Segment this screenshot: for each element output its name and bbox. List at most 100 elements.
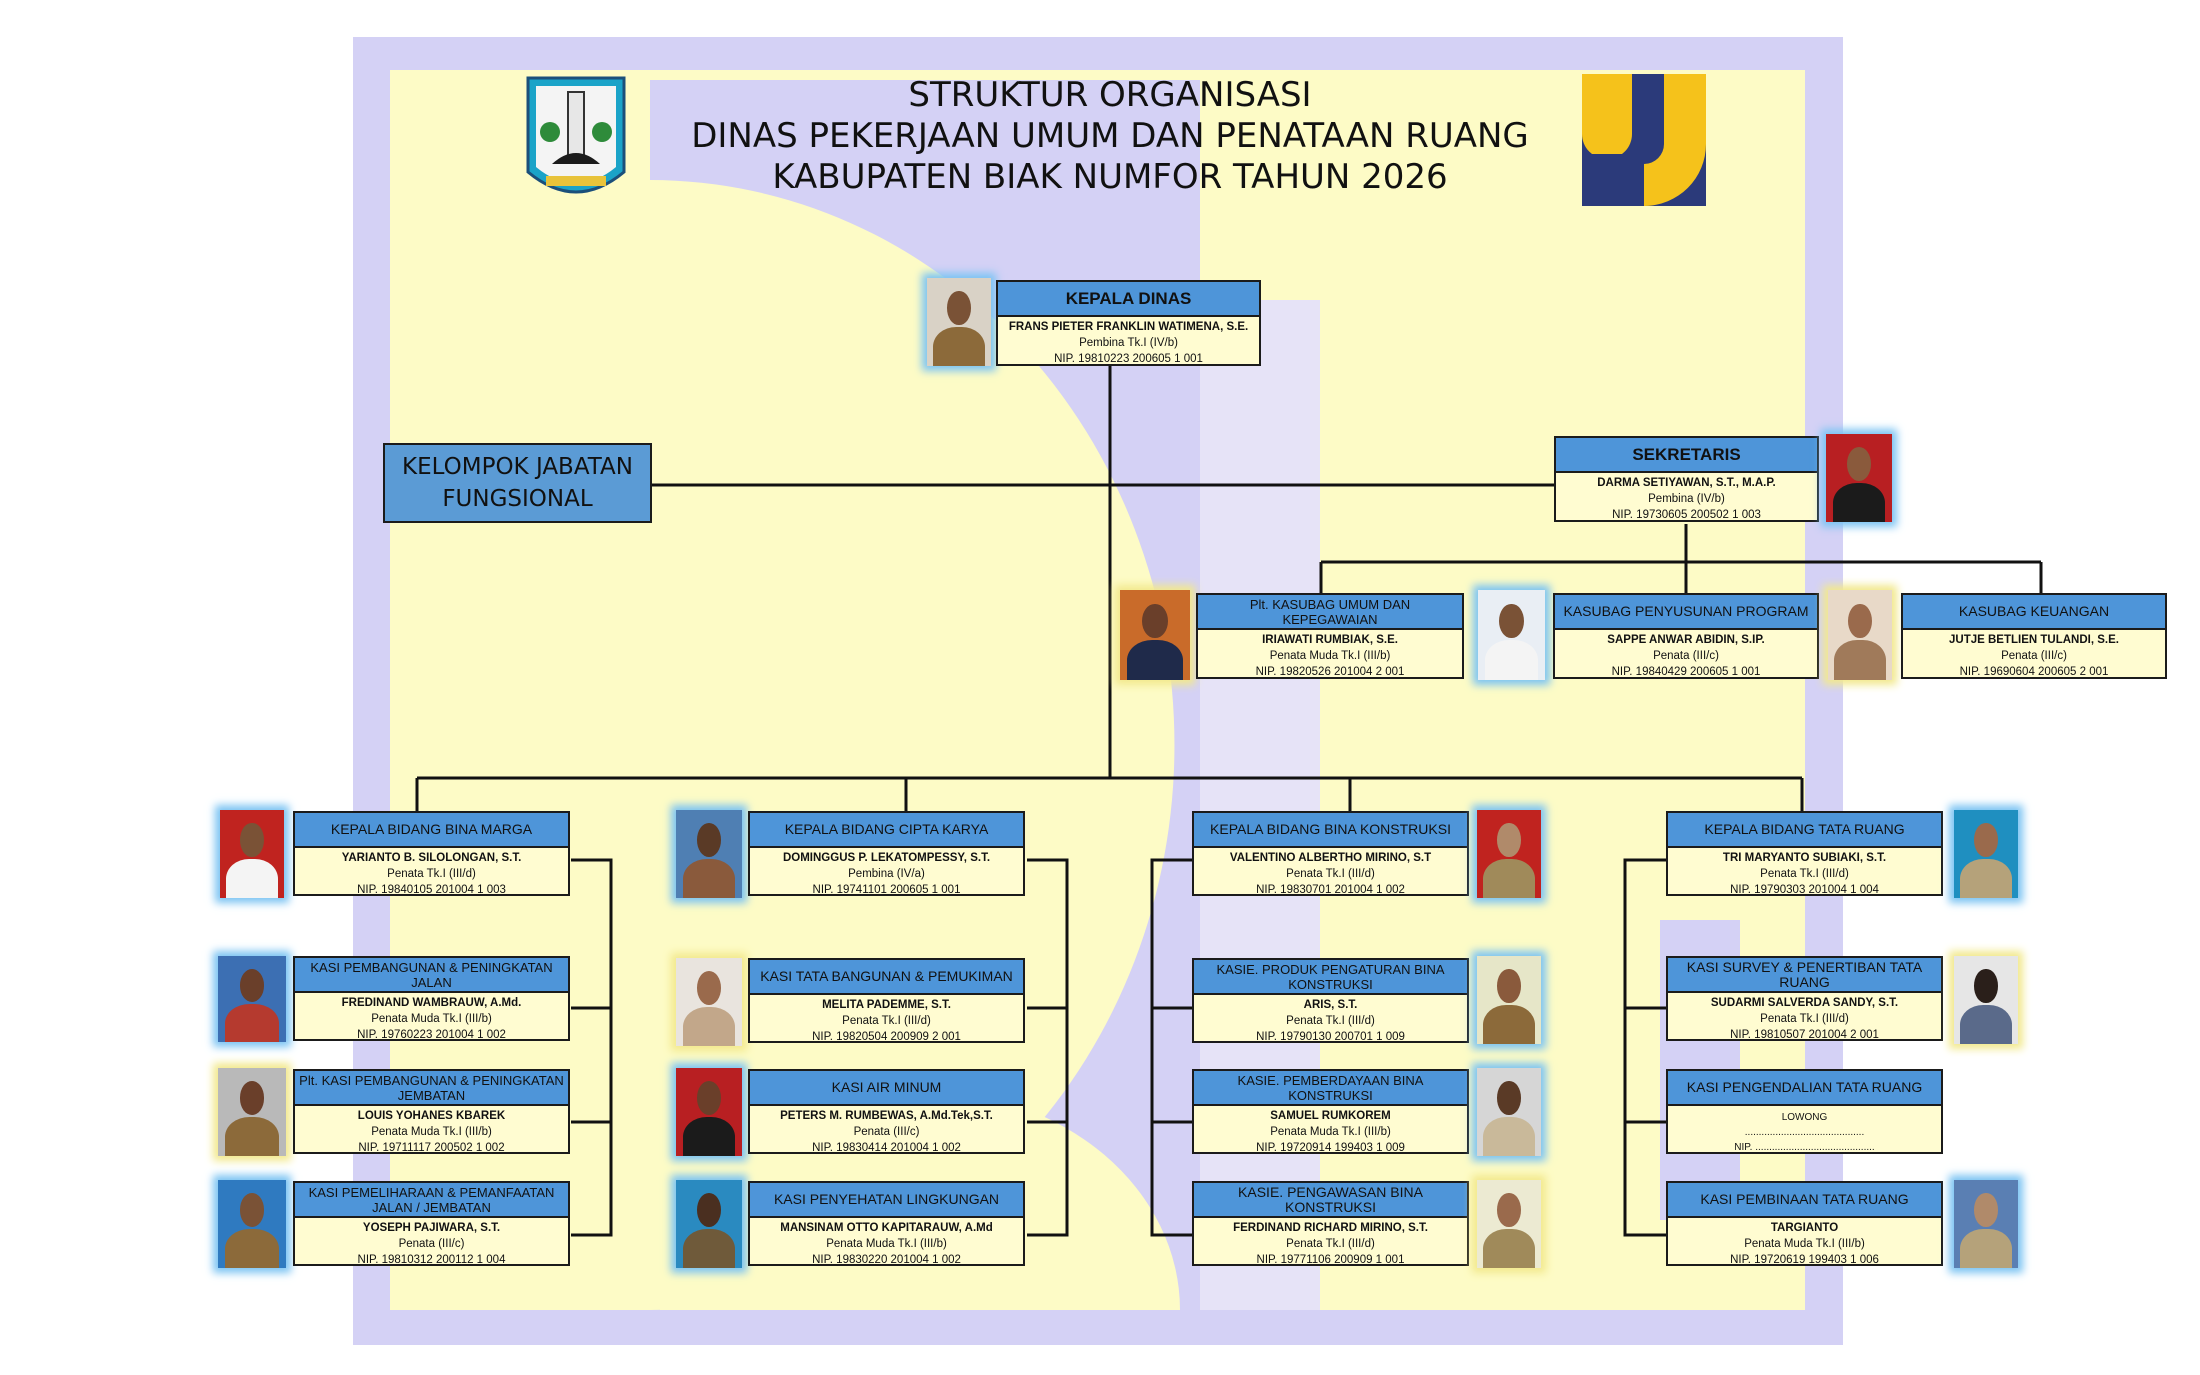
sekretaris-photo xyxy=(1826,434,1892,522)
sekretaris-name: DARMA SETIYAWAN, S.T., M.A.P. xyxy=(1597,477,1776,489)
kasubag-keuangan-rank: Penata (III/c) xyxy=(2001,650,2067,662)
cipta-karya-kasi-1-name: MELITA PADEMME, S.T. xyxy=(822,999,951,1011)
cipta-karya-head-title: KEPALA BIDANG CIPTA KARYA xyxy=(750,813,1023,848)
kasubag-keuangan-name: JUTJE BETLIEN TULANDI, S.E. xyxy=(1949,634,2119,646)
bina-konstruksi-kasi-3-rank: Penata Tk.I (III/d) xyxy=(1286,1238,1375,1250)
tata-ruang-kasi-2-rank: ........................................… xyxy=(1744,1127,1865,1138)
tata-ruang-kasi-2-name: LOWONG xyxy=(1781,1112,1828,1123)
bina-marga-kasi-2-rank: Penata Muda Tk.I (III/b) xyxy=(371,1126,492,1138)
kepala-dinas-rank: Pembina Tk.I (IV/b) xyxy=(1079,337,1178,349)
bina-marga-kasi-1-card: KASI PEMBANGUNAN & PENINGKATAN JALAN FRE… xyxy=(293,956,570,1041)
tata-ruang-kasi-3-nip: NIP. 19720619 199403 1 006 xyxy=(1730,1254,1879,1266)
bina-konstruksi-kasi-2-title: KASIE. PEMBERDAYAAN BINA KONSTRUKSI xyxy=(1194,1071,1467,1106)
cipta-karya-kasi-3-rank: Penata Muda Tk.I (III/b) xyxy=(826,1238,947,1250)
tata-ruang-head-photo xyxy=(1954,810,2018,898)
sekretaris-nip: NIP. 19730605 200502 1 003 xyxy=(1612,509,1761,521)
bina-marga-kasi-1-rank: Penata Muda Tk.I (III/b) xyxy=(371,1013,492,1025)
cipta-karya-head-photo xyxy=(676,810,742,898)
bina-konstruksi-kasi-3-card: KASIE. PENGAWASAN BINA KONSTRUKSI FERDIN… xyxy=(1192,1181,1469,1266)
bina-konstruksi-kasi-2-name: SAMUEL RUMKOREM xyxy=(1270,1110,1391,1122)
bina-marga-head-nip: NIP. 19840105 201004 1 003 xyxy=(357,884,506,896)
kasubag-umum-nip: NIP. 19820526 201004 2 001 xyxy=(1255,666,1405,678)
tata-ruang-kasi-1-photo xyxy=(1954,956,2018,1044)
kasubag-umum-card: Plt. KASUBAG UMUM DAN KEPEGAWAIAN IRIAWA… xyxy=(1196,593,1464,679)
bina-konstruksi-head-photo xyxy=(1477,810,1541,898)
cipta-karya-kasi-2-title: KASI AIR MINUM xyxy=(750,1071,1023,1106)
kasubag-keuangan-photo xyxy=(1828,590,1892,680)
cipta-karya-kasi-3-photo xyxy=(676,1180,742,1268)
regency-emblem-icon xyxy=(522,72,630,208)
tata-ruang-kasi-2-nip: NIP. ...................................… xyxy=(1734,1142,1875,1153)
cipta-karya-head-card: KEPALA BIDANG CIPTA KARYA DOMINGGUS P. L… xyxy=(748,811,1025,896)
bina-konstruksi-kasi-2-card: KASIE. PEMBERDAYAAN BINA KONSTRUKSI SAMU… xyxy=(1192,1069,1469,1154)
cipta-karya-kasi-1-card: KASI TATA BANGUNAN & PEMUKIMAN MELITA PA… xyxy=(748,958,1025,1043)
bina-marga-kasi-3-rank: Penata (III/c) xyxy=(398,1238,465,1250)
cipta-karya-kasi-2-name: PETERS M. RUMBEWAS, A.Md.Tek,S.T. xyxy=(780,1110,993,1122)
sekretaris-title: SEKRETARIS xyxy=(1556,438,1817,473)
functional-group-line-1: KELOMPOK JABATAN xyxy=(402,454,633,480)
tata-ruang-kasi-1-title: KASI SURVEY & PENERTIBAN TATA RUANG xyxy=(1668,958,1941,993)
kasubag-program-rank: Penata (III/c) xyxy=(1653,650,1719,662)
cipta-karya-head-name: DOMINGGUS P. LEKATOMPESSY, S.T. xyxy=(782,852,991,864)
tata-ruang-head-rank: Penata Tk.I (III/d) xyxy=(1760,868,1849,880)
tata-ruang-kasi-1-nip: NIP. 19810507 201004 2 001 xyxy=(1730,1029,1879,1041)
cipta-karya-kasi-2-photo xyxy=(676,1068,742,1156)
bina-konstruksi-kasi-3-nip: NIP. 19771106 200909 1 001 xyxy=(1256,1254,1405,1266)
bina-marga-kasi-3-name: YOSEPH PAJIWARA, S.T. xyxy=(362,1222,501,1234)
kasubag-keuangan-title: KASUBAG KEUANGAN xyxy=(1903,595,2165,630)
bina-konstruksi-kasi-3-title: KASIE. PENGAWASAN BINA KONSTRUKSI xyxy=(1194,1183,1467,1218)
kepala-dinas-photo xyxy=(927,278,991,366)
kepala-dinas-name: FRANS PIETER FRANKLIN WATIMENA, S.E. xyxy=(1008,321,1249,333)
tata-ruang-kasi-1-rank: Penata Tk.I (III/d) xyxy=(1760,1013,1849,1025)
bina-marga-kasi-2-photo xyxy=(218,1068,286,1156)
bina-konstruksi-kasi-1-rank: Penata Tk.I (III/d) xyxy=(1286,1015,1375,1027)
page-title-line-1: STRUKTUR ORGANISASI xyxy=(908,75,1312,115)
cipta-karya-kasi-3-nip: NIP. 19830220 201004 1 002 xyxy=(812,1254,961,1266)
kasubag-program-name: SAPPE ANWAR ABIDIN, S.IP. xyxy=(1607,634,1765,646)
cipta-karya-kasi-3-title: KASI PENYEHATAN LINGKUNGAN xyxy=(750,1183,1023,1218)
tata-ruang-kasi-3-photo xyxy=(1954,1180,2018,1268)
bina-konstruksi-kasi-1-title: KASIE. PRODUK PENGATURAN BINA KONSTRUKSI xyxy=(1194,960,1467,995)
cipta-karya-kasi-1-photo xyxy=(676,958,742,1046)
kepala-dinas-nip: NIP. 19810223 200605 1 001 xyxy=(1054,353,1203,365)
bina-konstruksi-kasi-1-card: KASIE. PRODUK PENGATURAN BINA KONSTRUKSI… xyxy=(1192,958,1469,1043)
kepala-dinas-card: KEPALA DINAS FRANS PIETER FRANKLIN WATIM… xyxy=(996,280,1261,366)
bina-konstruksi-head-nip: NIP. 19830701 201004 1 002 xyxy=(1256,884,1405,896)
kasubag-program-card: KASUBAG PENYUSUNAN PROGRAM SAPPE ANWAR A… xyxy=(1553,593,1819,679)
tata-ruang-head-nip: NIP. 19790303 201004 1 004 xyxy=(1730,884,1879,896)
bina-marga-kasi-2-name: LOUIS YOHANES KBAREK xyxy=(357,1110,506,1122)
pu-logo-icon xyxy=(1582,74,1706,206)
tata-ruang-head-name: TRI MARYANTO SUBIAKI, S.T. xyxy=(1722,852,1887,864)
bina-marga-kasi-2-title: Plt. KASI PEMBANGUNAN & PENINGKATAN JEMB… xyxy=(295,1071,568,1106)
bina-marga-head-rank: Penata Tk.I (III/d) xyxy=(387,868,476,880)
tata-ruang-kasi-2-title: KASI PENGENDALIAN TATA RUANG xyxy=(1668,1071,1941,1106)
bina-marga-kasi-1-photo xyxy=(218,956,286,1042)
bina-konstruksi-kasi-3-name: FERDINAND RICHARD MIRINO, S.T. xyxy=(1233,1222,1428,1234)
kasubag-program-photo xyxy=(1478,590,1545,680)
bina-marga-head-card: KEPALA BIDANG BINA MARGA YARIANTO B. SIL… xyxy=(293,811,570,896)
sekretaris-card: SEKRETARIS DARMA SETIYAWAN, S.T., M.A.P.… xyxy=(1554,436,1819,522)
bina-konstruksi-kasi-2-nip: NIP. 19720914 199403 1 009 xyxy=(1256,1142,1405,1154)
sekretaris-rank: Pembina (IV/b) xyxy=(1648,493,1725,505)
kasubag-umum-title: Plt. KASUBAG UMUM DAN KEPEGAWAIAN xyxy=(1198,595,1462,630)
kasubag-umum-rank: Penata Muda Tk.I (III/b) xyxy=(1269,650,1391,662)
bina-konstruksi-head-title: KEPALA BIDANG BINA KONSTRUKSI xyxy=(1194,813,1467,848)
bina-konstruksi-kasi-1-name: ARIS, S.T. xyxy=(1303,999,1358,1011)
kasubag-umum-name: IRIAWATI RUMBIAK, S.E. xyxy=(1262,634,1398,646)
tata-ruang-kasi-3-name: TARGIANTO xyxy=(1770,1222,1839,1234)
tata-ruang-kasi-1-card: KASI SURVEY & PENERTIBAN TATA RUANG SUDA… xyxy=(1666,956,1943,1041)
tata-ruang-kasi-2-card: KASI PENGENDALIAN TATA RUANG LOWONG.....… xyxy=(1666,1069,1943,1154)
bina-marga-kasi-1-name: FREDINAND WAMBRAUW, A.Md. xyxy=(341,997,522,1009)
bina-konstruksi-kasi-2-rank: Penata Muda Tk.I (III/b) xyxy=(1270,1126,1391,1138)
tata-ruang-kasi-3-title: KASI PEMBINAAN TATA RUANG xyxy=(1668,1183,1941,1218)
cipta-karya-kasi-2-rank: Penata (III/c) xyxy=(853,1126,920,1138)
bina-marga-kasi-3-card: KASI PEMELIHARAAN & PEMANFAATAN JALAN / … xyxy=(293,1181,570,1266)
bina-konstruksi-kasi-1-nip: NIP. 19790130 200701 1 009 xyxy=(1256,1031,1405,1043)
cipta-karya-kasi-1-rank: Penata Tk.I (III/d) xyxy=(842,1015,931,1027)
tata-ruang-head-title: KEPALA BIDANG TATA RUANG xyxy=(1668,813,1941,848)
bina-marga-head-name: YARIANTO B. SILOLONGAN, S.T. xyxy=(341,852,522,864)
tata-ruang-kasi-1-name: SUDARMI SALVERDA SANDY, S.T. xyxy=(1710,997,1899,1009)
